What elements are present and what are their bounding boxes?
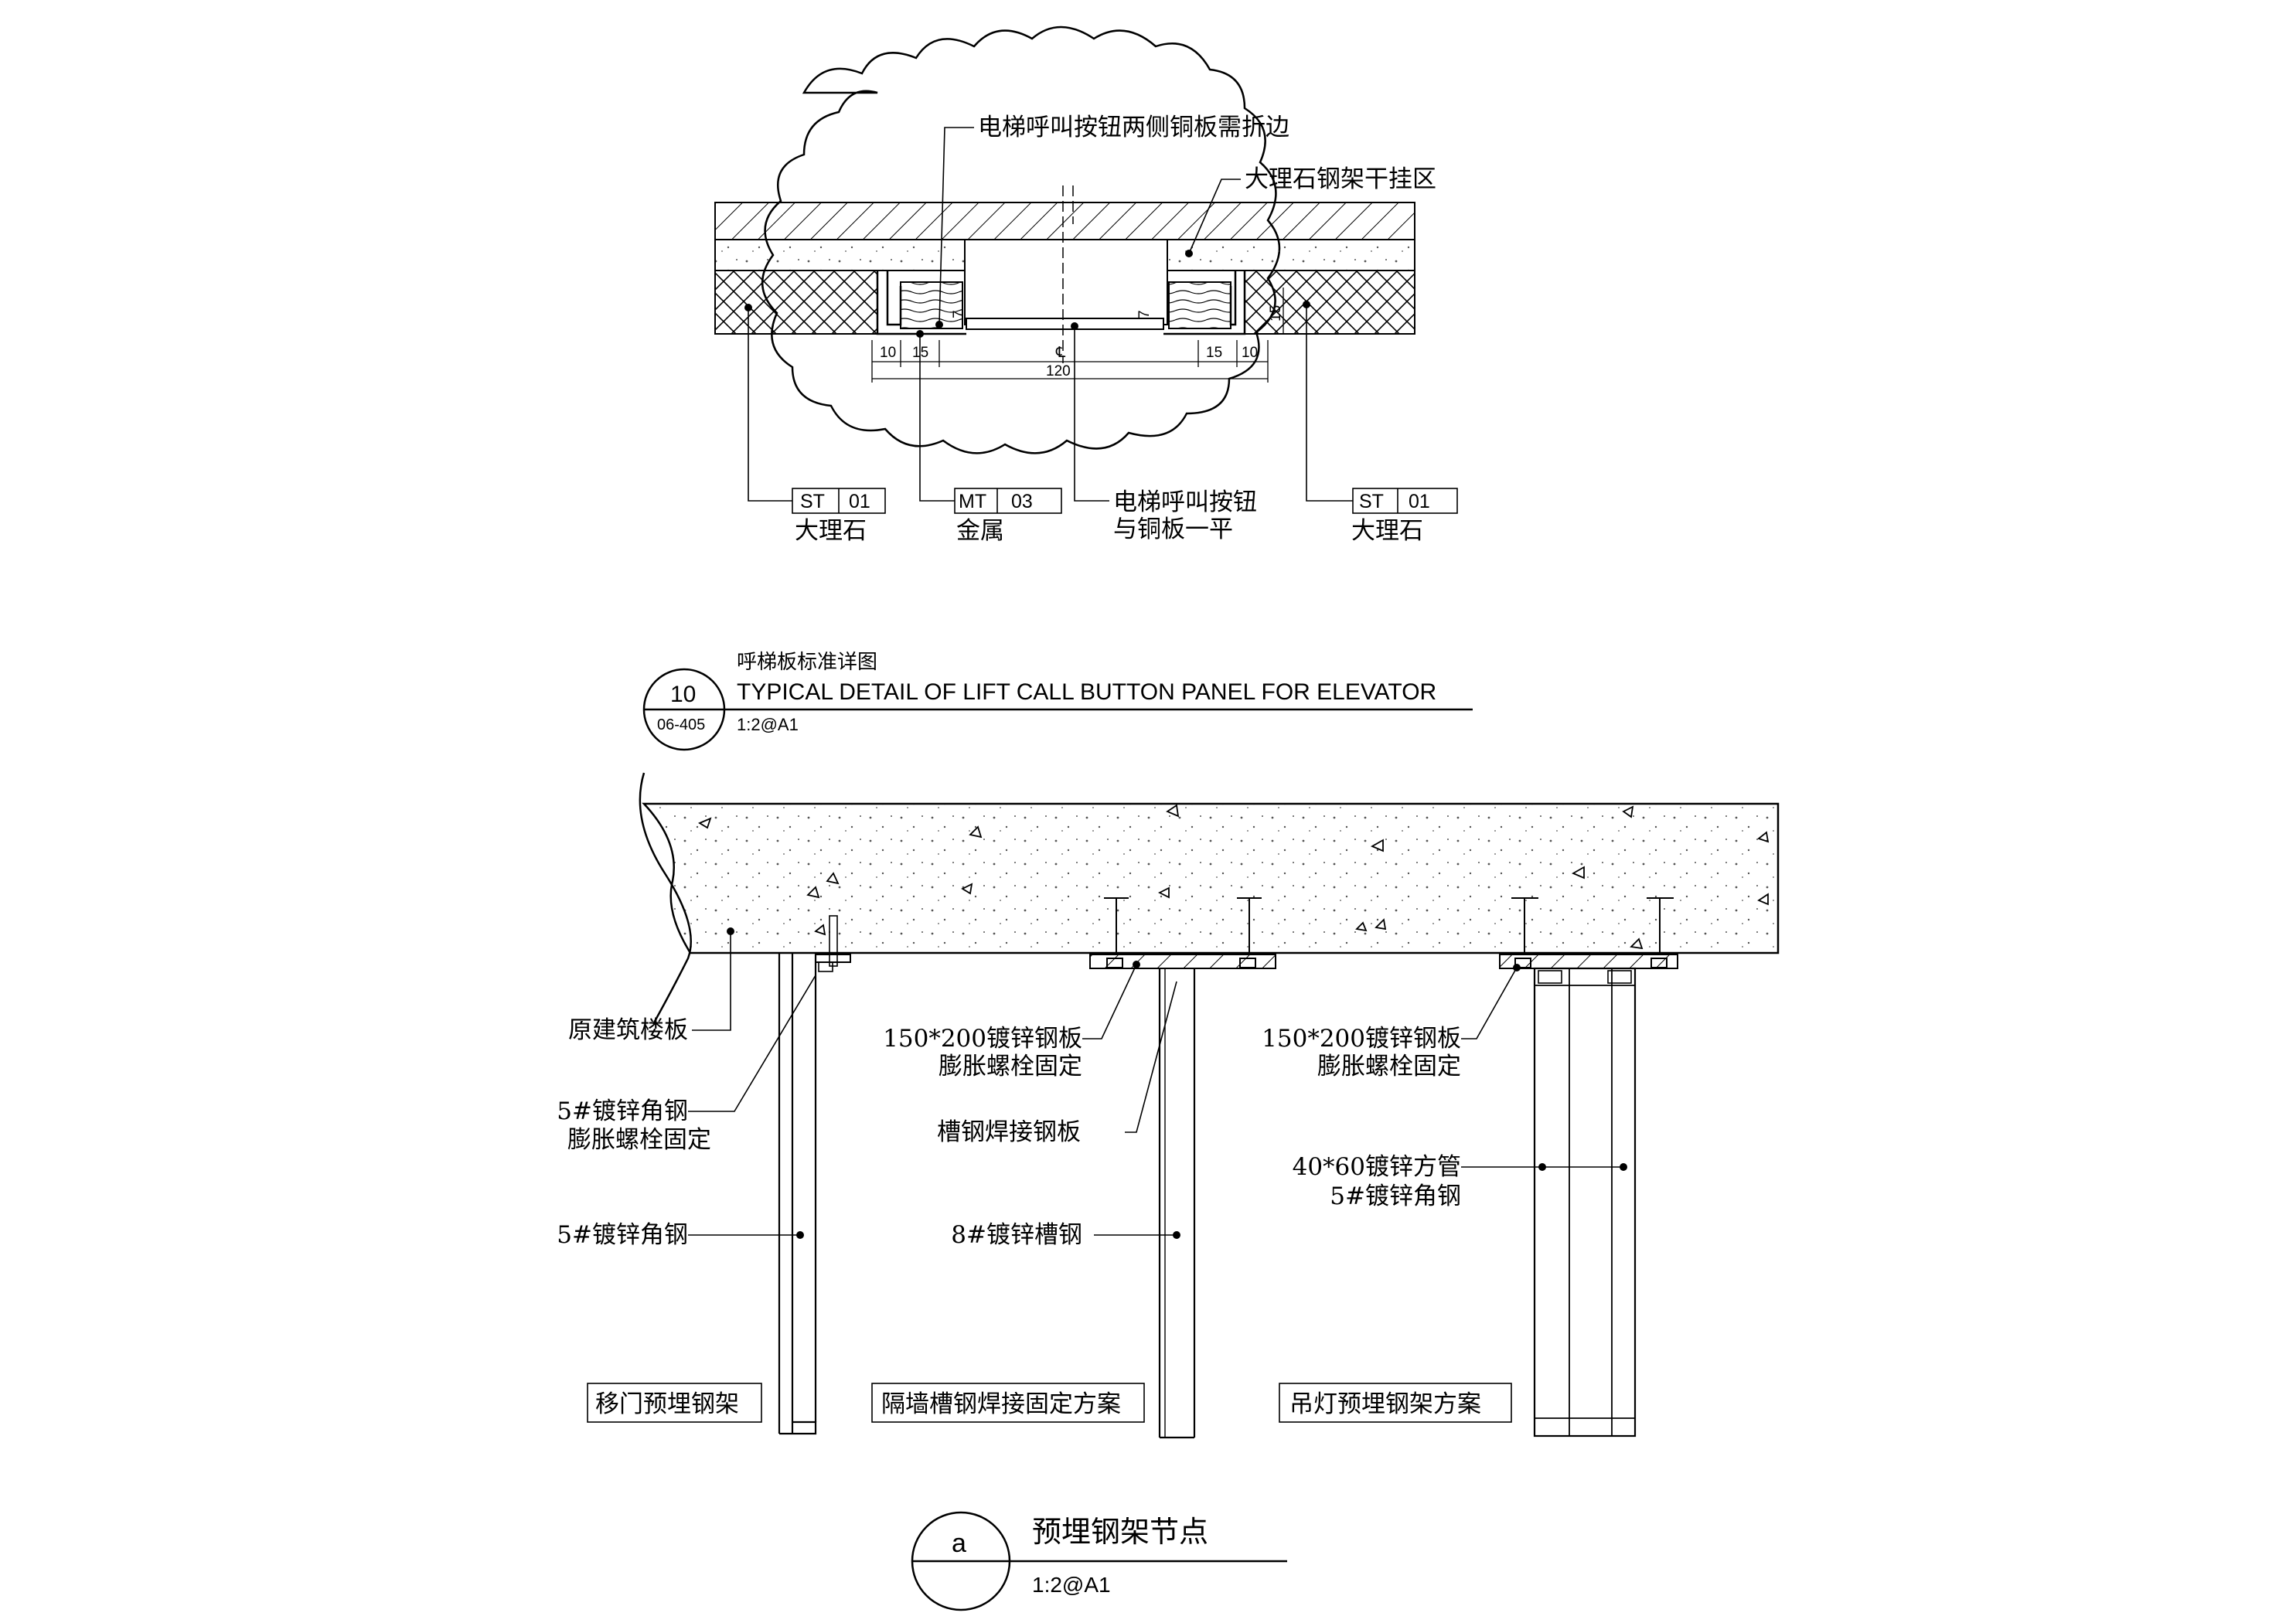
- dim-10-left: 10: [880, 345, 896, 361]
- copper-plate-left: [876, 270, 966, 335]
- material-tag-st01-right: ST 01 大理石: [1351, 488, 1458, 545]
- detail-scale-a: 1:2@A1: [1032, 1573, 1111, 1597]
- svg-text:MT: MT: [959, 491, 986, 512]
- svg-text:隔墙槽钢焊接固定方案: 隔墙槽钢焊接固定方案: [881, 1390, 1121, 1418]
- dimensions: 10 15 15 10 ℄ 120 7 7 15: [871, 288, 1284, 383]
- dim-15-side: 15: [1268, 305, 1284, 322]
- centerline-symbol: ℄: [1055, 345, 1066, 361]
- detail-number: 10: [670, 682, 696, 707]
- stone-right: [1244, 270, 1415, 335]
- svg-text:大理石: 大理石: [1351, 517, 1423, 545]
- sliding-door-frame: [778, 915, 851, 1435]
- bottom-detail: 原建筑楼板 5#镀锌角钢 膨胀螺栓固定 5#镀锌角钢 150*200镀锌钢板 膨…: [557, 772, 1780, 1611]
- svg-text:03: 03: [1011, 491, 1033, 512]
- scheme-box-chandelier: 吊灯预埋钢架方案: [1279, 1383, 1512, 1423]
- label-angle-anchor-1: 5#镀锌角钢: [557, 1097, 688, 1125]
- svg-text:金属: 金属: [956, 517, 1004, 545]
- svg-text:大理石: 大理石: [795, 517, 867, 545]
- label-tube-1: 40*60镀锌方管: [1293, 1153, 1461, 1181]
- call-button-face: [966, 318, 1164, 330]
- title-block-a: a 预埋钢架节点 1:2@A1: [911, 1511, 1287, 1611]
- scheme-box-partition: 隔墙槽钢焊接固定方案: [871, 1383, 1145, 1423]
- wood-block-right: [1168, 281, 1231, 329]
- svg-text:移门预埋钢架: 移门预埋钢架: [595, 1390, 739, 1418]
- svg-text:01: 01: [1409, 491, 1430, 512]
- label-plate-right-2: 膨胀螺栓固定: [1317, 1053, 1461, 1080]
- label-slab: 原建筑楼板: [568, 1016, 688, 1044]
- callout-marble-zone: 大理石钢架干挂区: [1245, 165, 1436, 193]
- material-tag-st01-left: ST 01 大理石: [792, 488, 886, 545]
- callout-button-flush-1: 电梯呼叫按钮: [1113, 488, 1257, 516]
- detail-scale: 1:2@A1: [737, 715, 799, 734]
- label-channel: 8#镀锌槽钢: [951, 1221, 1082, 1249]
- label-angle-anchor-2: 膨胀螺栓固定: [567, 1126, 711, 1154]
- sheet-number: 06-405: [657, 716, 705, 733]
- detail-letter: a: [952, 1529, 966, 1558]
- callout-button-flush-2: 与铜板一平: [1113, 515, 1233, 543]
- detail-title: 预埋钢架节点: [1032, 1515, 1208, 1549]
- leader-dots: [744, 250, 1310, 338]
- partition-channel: [1089, 897, 1276, 1439]
- stone-left: [714, 270, 878, 335]
- marble-layer-top: [714, 202, 1415, 240]
- aggregate-marks: [698, 804, 1770, 950]
- concrete-slab: [642, 802, 1780, 954]
- svg-text:吊灯预埋钢架方案: 吊灯预埋钢架方案: [1289, 1390, 1481, 1418]
- copper-plate-right: [1163, 270, 1246, 335]
- label-tube-2: 5#镀锌角钢: [1330, 1182, 1461, 1210]
- material-tag-mt03: MT 03 金属: [954, 488, 1062, 545]
- svg-text:01: 01: [849, 491, 870, 512]
- label-plate-right-1: 150*200镀锌钢板: [1262, 1025, 1461, 1053]
- wood-block-left: [900, 281, 963, 329]
- break-line: [639, 772, 692, 1025]
- detail-title-en: TYPICAL DETAIL OF LIFT CALL BUTTON PANEL…: [737, 679, 1436, 705]
- dim-7-right: 7: [1136, 310, 1153, 318]
- chandelier-tube: [1499, 897, 1678, 1438]
- svg-text:ST: ST: [800, 491, 825, 512]
- dim-7-left: 7: [951, 310, 967, 318]
- leader-dots-bottom: [727, 927, 1627, 1239]
- dim-10-right: 10: [1242, 345, 1258, 361]
- detail-title-cn: 呼梯板标准详图: [737, 650, 877, 673]
- label-plate-mid-2: 膨胀螺栓固定: [938, 1053, 1082, 1080]
- scheme-box-sliding-door: 移门预埋钢架: [587, 1383, 762, 1423]
- leaders-bottom: [688, 931, 1623, 1236]
- label-plate-mid-1: 150*200镀锌钢板: [883, 1025, 1082, 1053]
- dim-120: 120: [1046, 363, 1071, 379]
- top-detail: 10 15 15 10 ℄ 120 7 7 15 电梯呼叫按钮两: [642, 26, 1473, 751]
- callout-copper-fold: 电梯呼叫按钮两侧铜板需折边: [978, 114, 1289, 141]
- dim-15-right: 15: [1206, 345, 1222, 361]
- leaders-top: [748, 127, 1353, 502]
- button-opening: [964, 239, 1168, 325]
- title-block-10: 10 06-405 呼梯板标准详图 TYPICAL DETAIL OF LIFT…: [642, 650, 1473, 751]
- svg-text:ST: ST: [1359, 491, 1384, 512]
- label-channel-weld: 槽钢焊接钢板: [937, 1118, 1081, 1146]
- label-angle: 5#镀锌角钢: [557, 1221, 688, 1249]
